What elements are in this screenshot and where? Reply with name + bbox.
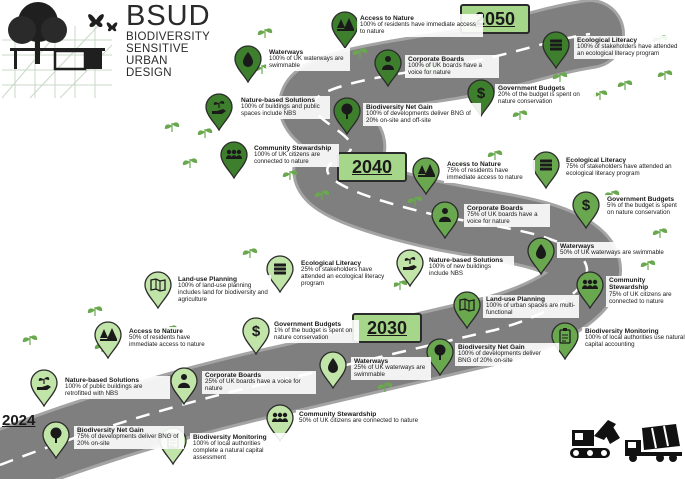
pin-2030-hand-plant-icon: [30, 369, 58, 408]
pin-2050-person-icon: [374, 49, 402, 88]
pin-2040-map-icon: [453, 291, 481, 330]
year-marker-2024: 2024: [2, 412, 36, 429]
map-icon: [150, 278, 166, 292]
pin-2050-people-icon: [220, 141, 248, 180]
pin-2030-people-icon: [266, 404, 294, 443]
water-drop-icon: [328, 358, 338, 373]
water-drop-icon: [536, 244, 546, 259]
pin-2050-tree-icon: [333, 97, 361, 136]
pin-2040-water-drop-icon: [527, 237, 555, 276]
people-icon: [226, 149, 242, 159]
people-icon: [272, 412, 288, 422]
pin-2030-hand-plant-icon: [396, 249, 424, 288]
hand-plant-icon: [212, 101, 226, 114]
pin-2030-trees-icon: [94, 321, 122, 360]
svg-text:$: $: [252, 323, 261, 340]
year-marker-2030: 2030: [352, 313, 422, 343]
tree-icon: [50, 427, 62, 443]
pin-2050-trees-icon: [331, 11, 359, 50]
books-icon: [550, 39, 562, 51]
pin-2040-books-icon: [532, 151, 560, 190]
pin-2040-clipboard-icon: [551, 322, 579, 361]
logo-subtitle-line-1: BIODIVERSITY: [126, 31, 211, 43]
logo-subtitle-line-4: DESIGN: [126, 67, 172, 79]
dollar-icon: $: [582, 197, 591, 214]
books-icon: [274, 263, 286, 275]
water-drop-icon: [243, 52, 253, 67]
milestone-pins: $ $ $: [30, 11, 604, 466]
cement-mixer-icon: [625, 424, 682, 462]
pin-2030-tree-icon: [42, 421, 70, 460]
excavator-icon: [570, 420, 620, 458]
trees-icon: [100, 328, 117, 341]
logo-subtitle-line-2: SENSITIVE: [126, 43, 189, 55]
people-icon: [582, 279, 598, 289]
dollar-icon: $: [477, 85, 486, 102]
pin-2030-map-icon: [144, 271, 172, 310]
pin-2040-people-icon: [576, 271, 604, 310]
map-icon: [459, 298, 475, 312]
pin-2040-dollar-icon: $: [572, 191, 600, 230]
svg-text:$: $: [582, 197, 591, 214]
pin-2040-trees-icon: [412, 157, 440, 196]
pin-2030-water-drop-icon: [319, 351, 347, 390]
trees-icon: [418, 164, 435, 177]
clipboard-icon: [559, 328, 571, 344]
pin-2050-books-icon: [542, 31, 570, 70]
dollar-icon: $: [252, 323, 261, 340]
logo-title: BSUD: [126, 0, 211, 32]
tree-icon: [434, 344, 446, 360]
books-icon: [540, 159, 552, 171]
pin-2050-dollar-icon: $: [467, 79, 495, 118]
hand-plant-icon: [37, 377, 51, 390]
year-marker-2040: 2040: [337, 152, 407, 182]
pin-2050-hand-plant-icon: [205, 93, 233, 132]
person-icon: [439, 208, 451, 222]
person-icon: [382, 56, 394, 70]
tree-icon: [341, 103, 353, 119]
person-icon: [178, 374, 190, 388]
logo-subtitle-line-3: URBAN: [126, 55, 168, 67]
svg-text:$: $: [477, 85, 486, 102]
trees-icon: [337, 18, 354, 31]
pin-2050-water-drop-icon: [234, 45, 262, 84]
pin-2030-person-icon: [170, 367, 198, 406]
pin-2030-dollar-icon: $: [242, 317, 270, 356]
pin-2040-person-icon: [431, 201, 459, 240]
logo-illustration: [1, 2, 118, 99]
hand-plant-icon: [403, 257, 417, 270]
